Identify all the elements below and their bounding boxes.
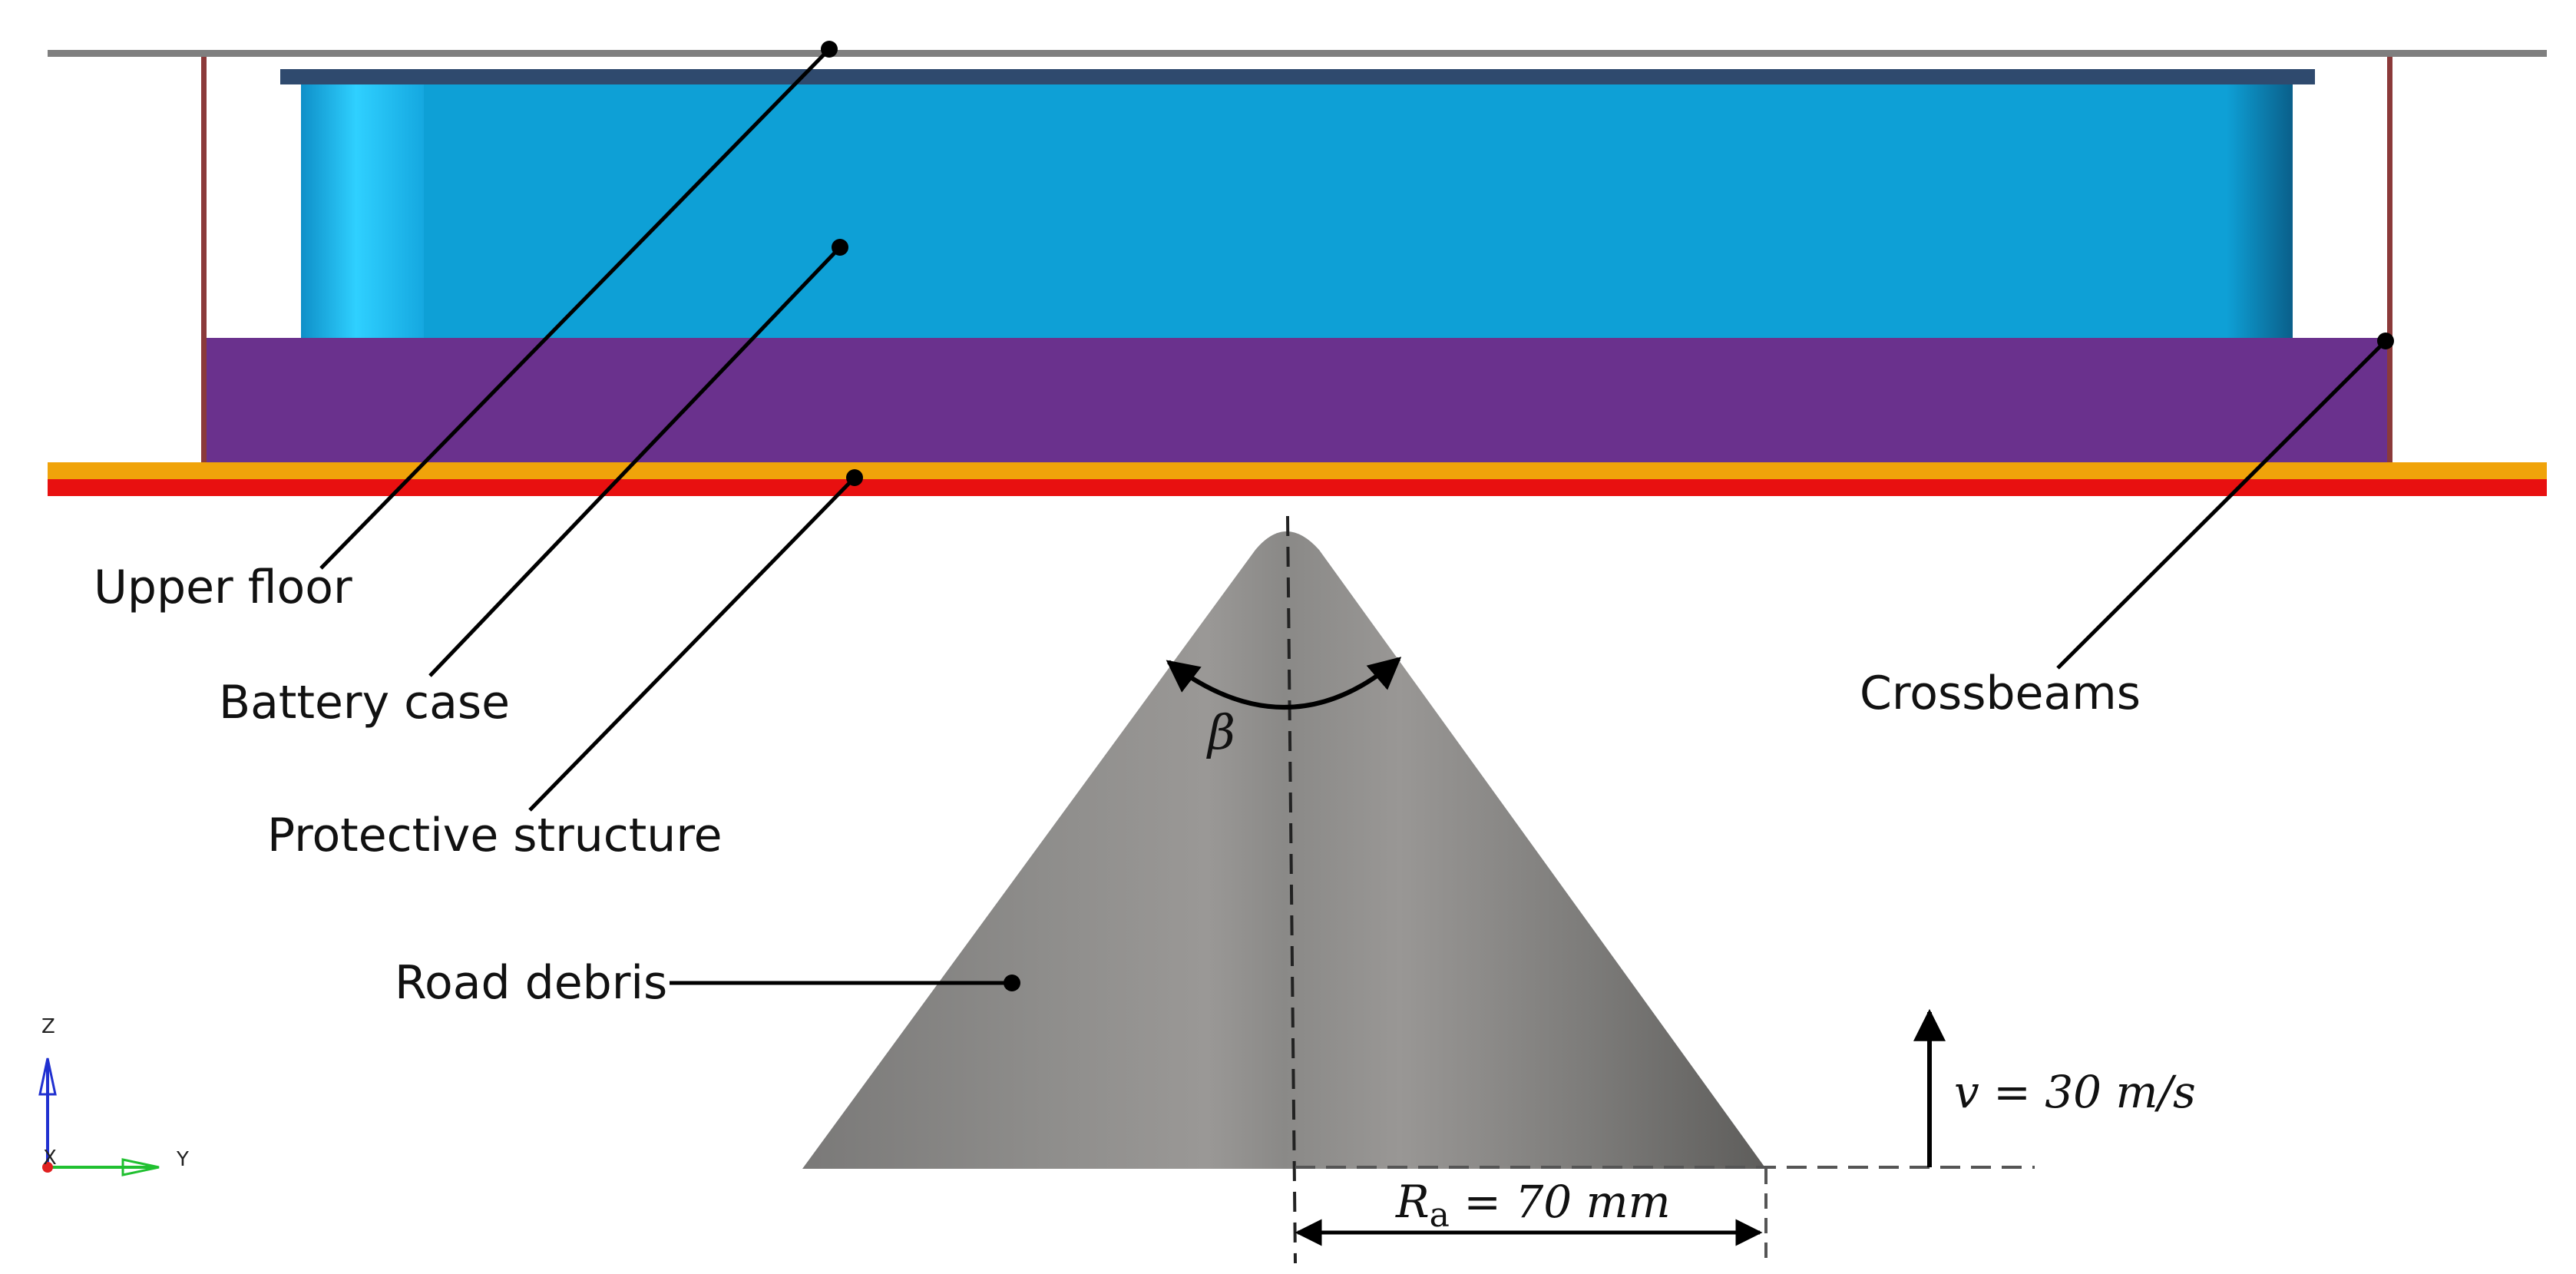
label-crossbeams: Crossbeams <box>1860 667 2141 720</box>
label-protective-structure: Protective structure <box>267 809 723 862</box>
leader-road-debris <box>670 975 1020 991</box>
angle-symbol: β <box>1206 704 1235 760</box>
axis-origin <box>42 1162 53 1173</box>
radius-label: Ra = 70 mm <box>1395 1176 1671 1235</box>
radius-var: R <box>1395 1176 1430 1228</box>
axis-triad: Z X Y <box>38 1015 189 1176</box>
angle-arc <box>1166 657 1402 710</box>
upper-floor <box>48 50 2547 57</box>
label-upper-floor: Upper floor <box>94 561 352 614</box>
crossbeam-right <box>2387 57 2392 464</box>
axis-z-label: Z <box>41 1015 55 1038</box>
leader-battery-case <box>428 239 848 677</box>
velocity-rest: = 30 m/s <box>1979 1066 2196 1118</box>
protective-structure <box>207 338 2387 462</box>
road-debris-cone <box>802 531 1766 1169</box>
axis-x-label: X <box>43 1147 57 1170</box>
axis-y-label: Y <box>176 1148 189 1171</box>
label-battery-case: Battery case <box>219 676 510 730</box>
leader-protective-structure <box>528 469 863 812</box>
cone-center-axis <box>1286 515 1297 1264</box>
label-road-debris: Road debris <box>395 956 667 1010</box>
axis-z-head <box>38 1057 57 1096</box>
crossbeam-left <box>201 57 207 464</box>
floor-strip-red <box>48 479 2547 496</box>
velocity-label: v = 30 m/s <box>1954 1066 2196 1118</box>
velocity-var: v <box>1954 1066 1979 1118</box>
battery-case <box>301 84 2293 339</box>
axis-y-head <box>121 1158 160 1176</box>
radius-rest: = 70 mm <box>1450 1176 1671 1228</box>
leader-crossbeams <box>2056 333 2394 670</box>
battery-lid <box>280 69 2315 84</box>
radius-sub: a <box>1430 1196 1450 1235</box>
leader-upper-floor <box>319 41 838 570</box>
floor-strip-orange <box>48 462 2547 479</box>
